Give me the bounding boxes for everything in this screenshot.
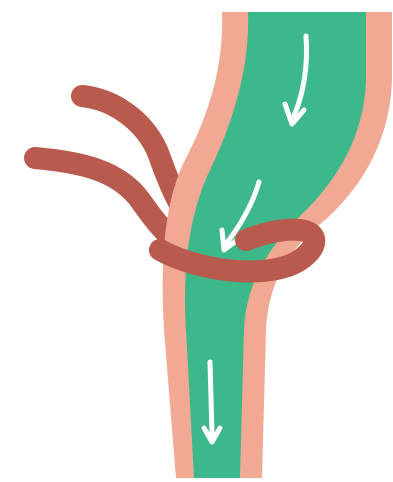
constricting-band-back xyxy=(35,96,188,238)
band-strand-lower-back xyxy=(35,158,172,238)
